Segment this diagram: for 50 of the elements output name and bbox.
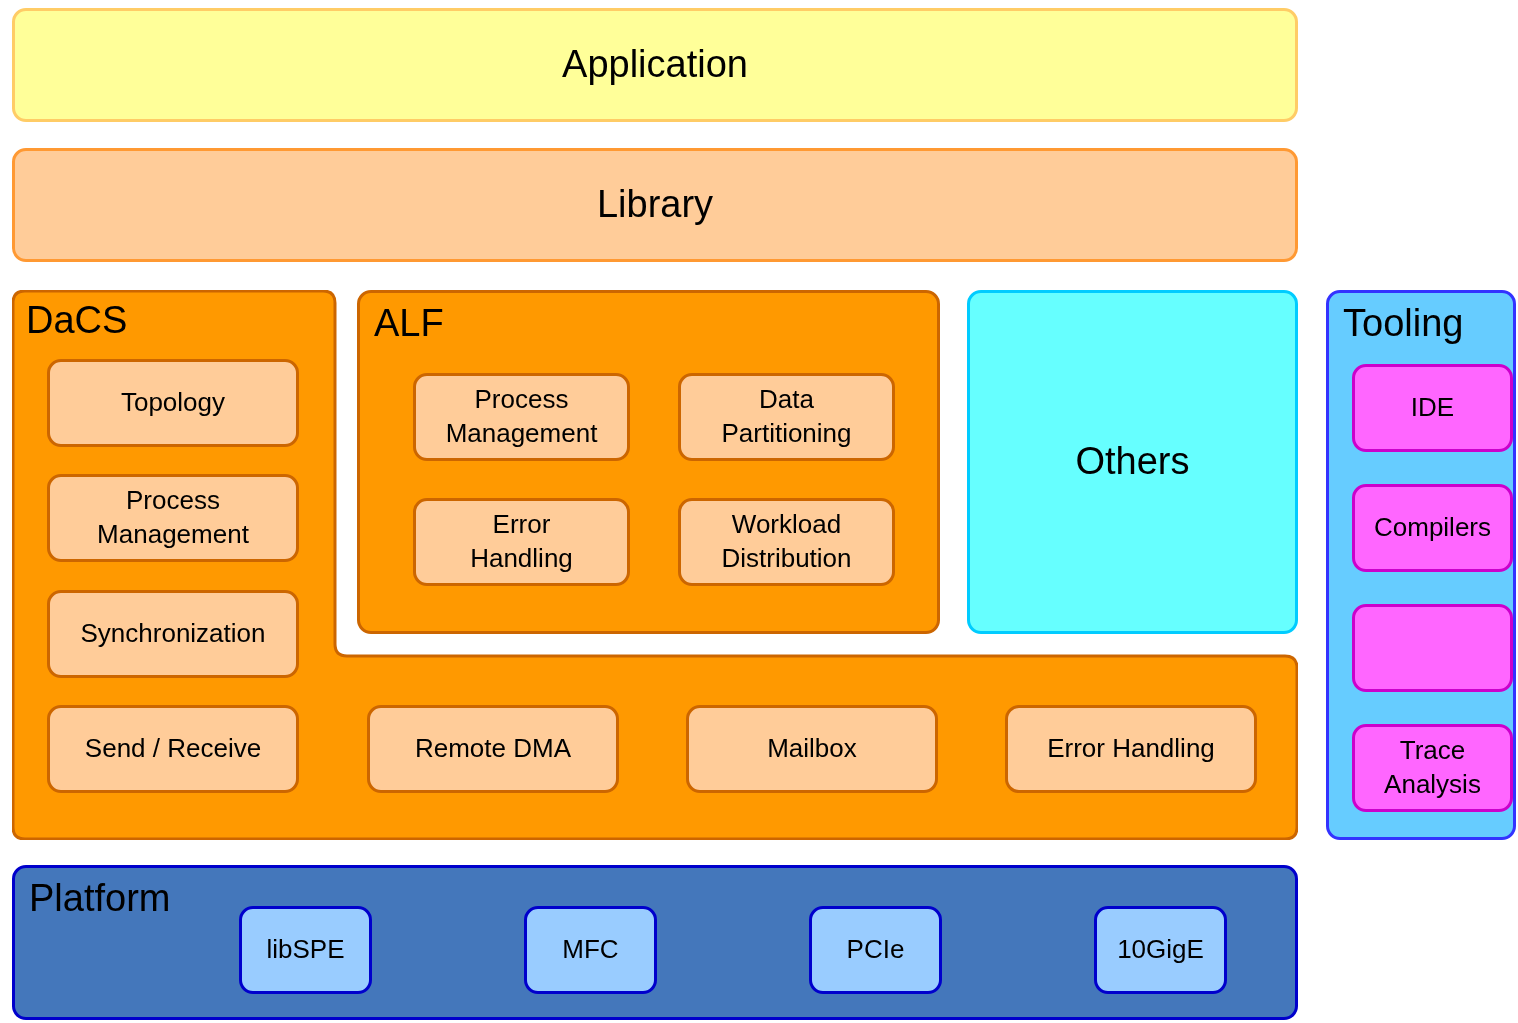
box-label: Trace Analysis <box>1383 734 1482 801</box>
component-box <box>47 474 299 562</box>
component-box <box>47 590 299 678</box>
component-box <box>413 498 630 586</box>
component-box <box>809 906 942 994</box>
box-label: Remote DMA <box>414 732 571 766</box>
group-panel <box>1326 290 1516 840</box>
component-box <box>47 705 299 793</box>
group-title: Platform <box>29 878 171 920</box>
component-box <box>47 359 299 447</box>
component-box <box>413 373 630 461</box>
box-label: Mailbox <box>767 732 857 766</box>
component-box <box>239 906 372 994</box>
box-label: Process Management <box>445 383 598 450</box>
box-label: PCIe <box>846 933 905 967</box>
group-panel <box>12 865 1298 1020</box>
layer-title: Library <box>596 182 714 228</box>
box-label: Topology <box>120 386 226 420</box>
layer-band <box>12 148 1298 262</box>
component-box <box>524 906 657 994</box>
box-label: Send / Receive <box>84 732 262 766</box>
box-label: libSPE <box>266 933 345 967</box>
box-label: Synchronization <box>80 617 266 651</box>
box-label: Error Handling <box>469 508 574 575</box>
layer-band <box>967 290 1298 634</box>
box-label: MFC <box>562 933 619 967</box>
component-box <box>678 373 895 461</box>
box-label: Data Partitioning <box>720 383 853 450</box>
group-title: Tooling <box>1343 303 1464 345</box>
component-box <box>1094 906 1227 994</box>
layer-title: Others <box>1075 439 1190 485</box>
component-box <box>1005 705 1257 793</box>
box-label: Workload Distribution <box>720 508 853 575</box>
box-label: 10GigE <box>1117 933 1204 967</box>
component-box <box>678 498 895 586</box>
box-label: Error Handling <box>1047 732 1215 766</box>
layer-band <box>12 8 1298 122</box>
component-box <box>1352 364 1513 452</box>
component-box <box>1352 484 1513 572</box>
group-title: DaCS <box>26 300 128 342</box>
group-title: ALF <box>374 303 444 345</box>
group-panel <box>357 290 940 634</box>
layer-title: Application <box>562 42 748 88</box>
component-box <box>686 705 938 793</box>
box-label: IDE <box>1410 391 1455 425</box>
box-label: Process Management <box>96 484 250 551</box>
component-box <box>1352 604 1513 692</box>
component-box <box>367 705 619 793</box>
box-label: Compilers <box>1374 511 1491 545</box>
component-box <box>1352 724 1513 812</box>
